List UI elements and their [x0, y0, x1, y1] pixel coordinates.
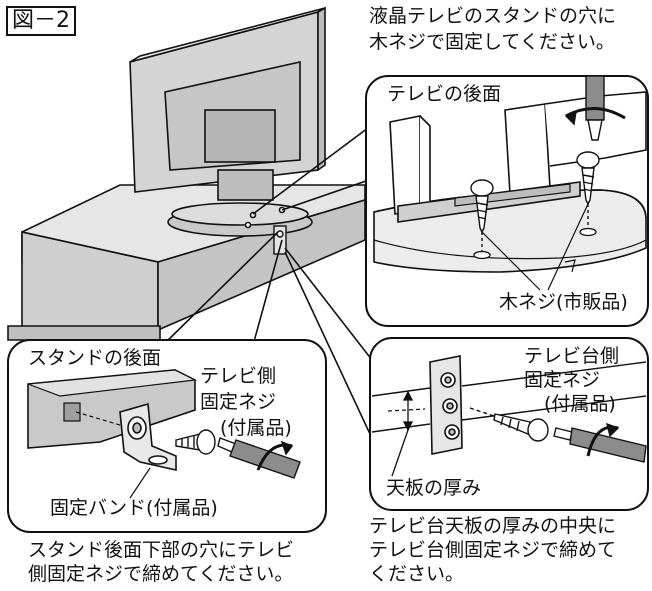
top-right-instruction-line1: 液晶テレビのスタンドの穴に	[369, 5, 617, 27]
bottom-right-instruction-line3: ください。	[369, 563, 465, 585]
thickness-label: 天板の厚み	[386, 477, 482, 499]
table-side-screw-label-2: 固定ネジ	[524, 369, 601, 391]
tv-body	[129, 6, 326, 237]
thickness-indicator	[387, 390, 426, 477]
screwdriver-left	[217, 437, 301, 479]
fixing-band-right	[429, 355, 463, 455]
callout-left-title: スタンドの後面	[28, 347, 162, 369]
tv-side-screw-label-3: (付属品)	[220, 417, 292, 439]
bottom-right-instruction-line1: テレビ台天板の厚みの中央に	[369, 515, 617, 537]
tv-side-screw-label-2: 固定ネジ	[200, 391, 277, 413]
table-side-screw-label-1: テレビ台側	[524, 345, 620, 367]
tv-side-screw	[175, 429, 216, 455]
callout-left-box	[7, 339, 327, 533]
screwdriver-top	[564, 75, 626, 141]
wood-screw-left	[470, 179, 494, 252]
wood-screw-right	[576, 151, 600, 230]
bottom-left-instruction-line1: スタンド後面下部の穴にテレビ	[28, 539, 295, 561]
callout-top-title: テレビの後面	[384, 83, 505, 106]
table-side-screw-label-3: (付属品)	[544, 393, 616, 415]
callout-right-box	[369, 337, 649, 511]
top-right-instruction-line2: 木ネジで固定してください。	[369, 31, 615, 53]
fixing-band-label: 固定バンド(付属品)	[50, 497, 218, 519]
bottom-left-instruction-line2: 側固定ネジで締めてください。	[28, 563, 294, 585]
table-side-screw	[469, 407, 549, 442]
wood-screw-label: 木ネジ(市販品)	[496, 291, 631, 314]
figure-label: 図－2	[6, 6, 76, 36]
bottom-right-instruction-line2: テレビ台側固定ネジで締めて	[369, 539, 617, 561]
fixing-band	[119, 402, 177, 471]
tv-side-screw-label-1: テレビ側	[200, 365, 277, 387]
screwdriver-right	[553, 422, 647, 463]
callout-top-box	[365, 75, 649, 327]
